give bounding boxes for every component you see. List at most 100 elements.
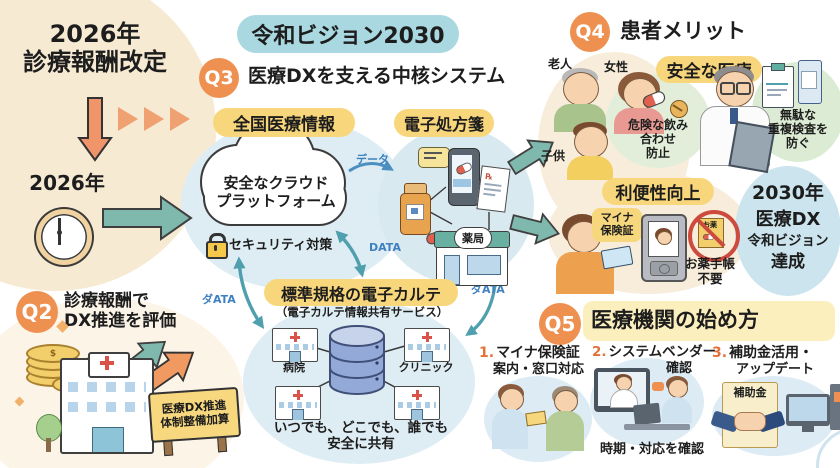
danger-line2: 合わせ xyxy=(639,132,676,147)
notebook-line1: お薬手帳 xyxy=(684,256,735,271)
q5-title-highlight xyxy=(583,301,835,341)
cloud-title: 安全なクラウド プラットフォーム xyxy=(205,174,347,210)
arrow-rx-to-convenience xyxy=(509,212,561,245)
arrow-cloud-hospital xyxy=(233,256,265,330)
q2-title: 診療報酬で DX推進を評価 xyxy=(64,291,176,331)
smartphone-icon xyxy=(448,148,480,206)
dup-line3: 防ぐ xyxy=(785,136,810,151)
pharmacy-sign: 薬局 xyxy=(454,227,492,249)
woman-label: 女性 xyxy=(604,60,629,74)
q2-title-line1: 診療報酬で xyxy=(64,291,149,311)
q5-step3-header: 3.補助金活用・ アップデート xyxy=(712,345,814,377)
headline-line2: 診療報酬改定 xyxy=(23,48,167,77)
myna-line1: マイナ xyxy=(600,211,634,225)
danger-line3: 防止 xyxy=(645,146,670,161)
q3-badge: Q3 xyxy=(199,58,239,98)
test-bottle-icon xyxy=(798,60,822,104)
goal-ellipse-bg xyxy=(735,166,840,296)
hospital-building-2 xyxy=(275,386,321,420)
data-label-to-rx: データ xyxy=(356,153,389,166)
step1-line1: マイナ保険証 xyxy=(496,345,580,361)
dup-line2: 重複検査を xyxy=(767,122,828,137)
myna-line2: 保険証 xyxy=(600,224,634,237)
doctor-person xyxy=(696,66,776,174)
triangles-right xyxy=(118,107,190,131)
desktop-computer-icon xyxy=(786,394,830,426)
dx-sign-board: 医療DX推進 体制整備加算 xyxy=(147,386,242,457)
step3-line1: 補助金活用・ xyxy=(729,345,814,361)
q5-badge: Q5 xyxy=(539,303,581,345)
myna-tag: マイナ 保険証 xyxy=(592,208,642,242)
goal-line3: 令和ビジョン xyxy=(747,232,829,249)
step1-number: 1. xyxy=(479,345,495,361)
pharmacy-building: 薬局 xyxy=(434,227,510,286)
q4-title: 患者メリット xyxy=(620,19,746,43)
arrow-clock-to-cloud xyxy=(102,195,193,241)
goal-line4: 達成 xyxy=(771,251,805,272)
national-info-pill: 全国医療情報 xyxy=(213,108,355,137)
year-2026-label: 2026年 xyxy=(29,171,105,195)
arrow-down-orange xyxy=(77,97,113,162)
cloud-shape xyxy=(200,119,347,226)
share-line1: いつでも、どこでも、誰でも xyxy=(273,420,449,436)
q5-step2-note: 時期・対応を確認 xyxy=(599,442,704,457)
rx-pill: 電子処方箋 xyxy=(394,109,494,137)
step2-line2: 確認 xyxy=(666,360,693,376)
danger-line1: 危険な飲み xyxy=(627,118,688,132)
cloud-line2: プラットフォーム xyxy=(216,191,336,210)
no-notebook-caption: お薬手帳 不要 xyxy=(678,256,742,287)
q2-badge: Q2 xyxy=(16,291,58,333)
data-label-to-clinic: ダATA xyxy=(471,283,505,296)
tablet-pill-icon xyxy=(670,100,688,118)
share-line2: 安全に共有 xyxy=(327,435,395,452)
dup-line1: 無駄な xyxy=(779,108,816,122)
data-label-to-hospital: ダATA xyxy=(202,293,236,306)
hospital-label: 病院 xyxy=(283,361,305,374)
duplicate-caption: 無駄な 重複検査を 防ぐ xyxy=(750,108,840,150)
q2-hospital-building xyxy=(60,352,154,454)
arrow-cloud-ehr xyxy=(335,230,367,278)
q5-step2-illustration xyxy=(594,366,702,438)
goal-line2: 医療DX xyxy=(755,208,821,230)
q4-badge: Q4 xyxy=(570,12,610,52)
card-reader-icon xyxy=(641,214,687,282)
headline-2026: 2026年 診療報酬改定 xyxy=(6,20,184,77)
q3-title: 医療DXを支える中核システム xyxy=(248,65,506,87)
step3-line2: アップデート xyxy=(736,361,815,377)
security-label: セキュリティ対策 xyxy=(229,238,333,253)
ehr-pill: 標準規格の電子カルテ xyxy=(264,279,458,306)
prescription-paper-icon: ℞ xyxy=(476,165,511,213)
data-label-to-ehr: DATA xyxy=(369,241,401,254)
clock-icon xyxy=(36,209,92,265)
step2-line1: システムベンダー xyxy=(608,344,717,360)
elderly-label: 老人 xyxy=(548,57,573,71)
q5-step1-illustration xyxy=(488,384,588,456)
q5-step1-header: 1.マイナ保険証 案内・窓口対応 xyxy=(479,345,584,377)
coin-symbol: $ xyxy=(49,348,57,359)
tree-icon xyxy=(34,414,62,452)
goal-line1: 2030年 xyxy=(752,182,824,204)
arrow-cloud-to-rx xyxy=(348,160,394,173)
share-caption: いつでも、どこでも、誰でも 安全に共有 xyxy=(272,420,450,453)
q5-step2-header: 2.システムベンダー 確認 xyxy=(592,344,717,376)
step1-line2: 案内・窓口対応 xyxy=(493,361,585,377)
ehr-subtitle: （電子カルテ情報共有サービス） xyxy=(275,305,449,319)
q5-title: 医療機関の始め方 xyxy=(591,308,759,332)
medicine-bottle-icon xyxy=(400,183,431,235)
child-person xyxy=(566,122,614,180)
goal-2030: 2030年 医療DX 令和ビジョン 達成 xyxy=(737,180,839,274)
headline-line1: 2026年 xyxy=(49,20,141,48)
q2-title-line2: DX推進を評価 xyxy=(64,311,177,332)
clinic-label: クリニック xyxy=(398,361,454,374)
no-notebook-icon: お薬 xyxy=(688,210,740,262)
q5-step3-illustration: 補助金 xyxy=(710,380,840,456)
vision-pill: 令和ビジョン2030 xyxy=(237,15,459,53)
hospital-building-1 xyxy=(272,328,318,362)
speech-bubble-icon xyxy=(418,147,450,168)
cloud-line1: 安全なクラウド xyxy=(223,174,329,192)
convenience-pill: 利便性向上 xyxy=(602,178,714,205)
step3-number: 3. xyxy=(712,345,728,361)
clinic-building xyxy=(404,328,450,362)
dx-sign-text: 医療DX推進 体制整備加算 xyxy=(147,386,242,443)
